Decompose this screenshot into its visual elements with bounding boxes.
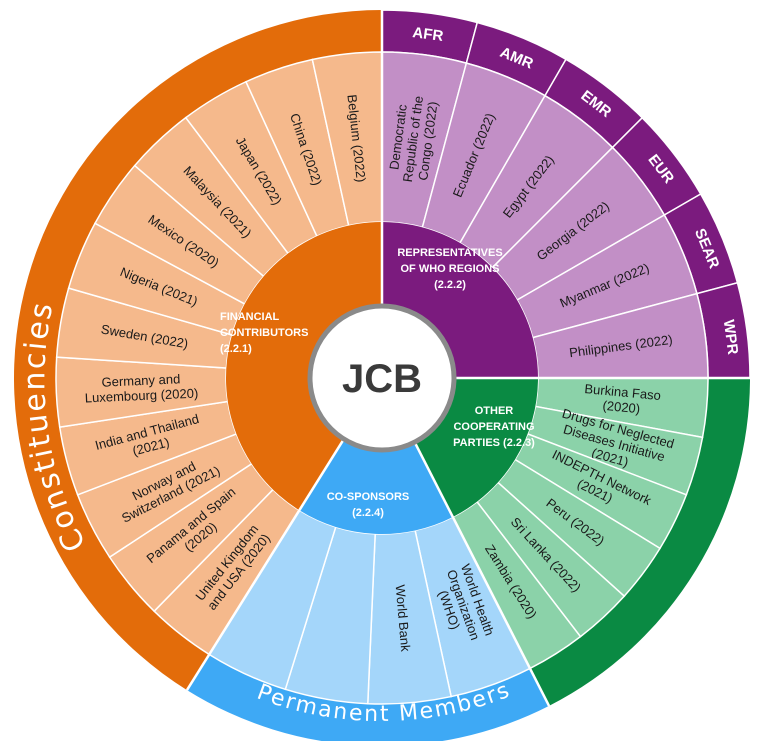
region-code-label: AFR <box>411 24 444 45</box>
other-sector-title-line: OTHER <box>475 405 514 417</box>
sector-dividers <box>185 10 750 707</box>
financial-member-label-line: Luxembourg (2020) <box>85 386 199 406</box>
other-sector-title-line: PARTIES (2.2.3) <box>453 437 535 449</box>
other-parties-outer-band <box>530 378 750 706</box>
cosponsors-sector-title-line: (2.2.4) <box>352 507 384 519</box>
sector-divider <box>185 438 345 691</box>
region-code-label: WPR <box>720 319 741 356</box>
center-label: JCB <box>342 357 422 401</box>
constituencies-band <box>13 10 382 691</box>
permanent-members-band <box>186 654 550 741</box>
regions-sector-title-line: REPRESENTATIVES <box>397 247 502 259</box>
other-member-label: Burkina Faso(2020) <box>583 381 662 418</box>
sector-titles: FINANCIAL CONTRIBUTORS (2.2.1) REPRESENTATI… <box>220 247 535 519</box>
regions-sector-title-line: (2.2.2) <box>434 279 466 291</box>
financial-sector-title-line: FINANCIAL <box>220 311 280 323</box>
cosponsors-member-label: World Bank <box>393 584 414 652</box>
regions-member-label: DemocraticRepublic of theCongo (2022) <box>385 93 441 185</box>
regions-sector-title-line: OF WHO REGIONS <box>401 263 500 275</box>
who-regions-sector <box>382 222 538 378</box>
sector-divider <box>413 441 551 707</box>
member-segments: United Kingdomand USA (2020)Panama and S… <box>55 51 709 705</box>
other-member-label-line: Burkina Faso <box>584 381 662 403</box>
financial-sector-title-line: (2.2.1) <box>220 343 252 355</box>
financial-member-label: Germany andLuxembourg (2020) <box>84 371 199 406</box>
other-sector-title-line: COOPERATING <box>453 421 534 433</box>
financial-sector-title-line: CONTRIBUTORS <box>220 327 308 339</box>
financial-sector-title: FINANCIAL CONTRIBUTORS (2.2.1) <box>220 311 308 355</box>
center-hub <box>307 303 457 453</box>
other-member-label-line: (2020) <box>602 398 641 416</box>
financial-contributors-sector <box>225 222 382 511</box>
cosponsors-member-label-line: World Bank <box>393 584 414 652</box>
cosponsors-sector-title-line: CO-SPONSORS <box>327 491 410 503</box>
cosponsors-sector-title: CO-SPONSORS (2.2.4) <box>327 491 410 519</box>
other-sector-title: OTHER COOPERATING PARTIES (2.2.3) <box>453 405 535 449</box>
co-sponsors-sector <box>299 439 453 534</box>
financial-member-label-line: Germany and <box>101 371 180 389</box>
regions-sector-title: REPRESENTATIVES OF WHO REGIONS (2.2.2) <box>397 247 502 291</box>
